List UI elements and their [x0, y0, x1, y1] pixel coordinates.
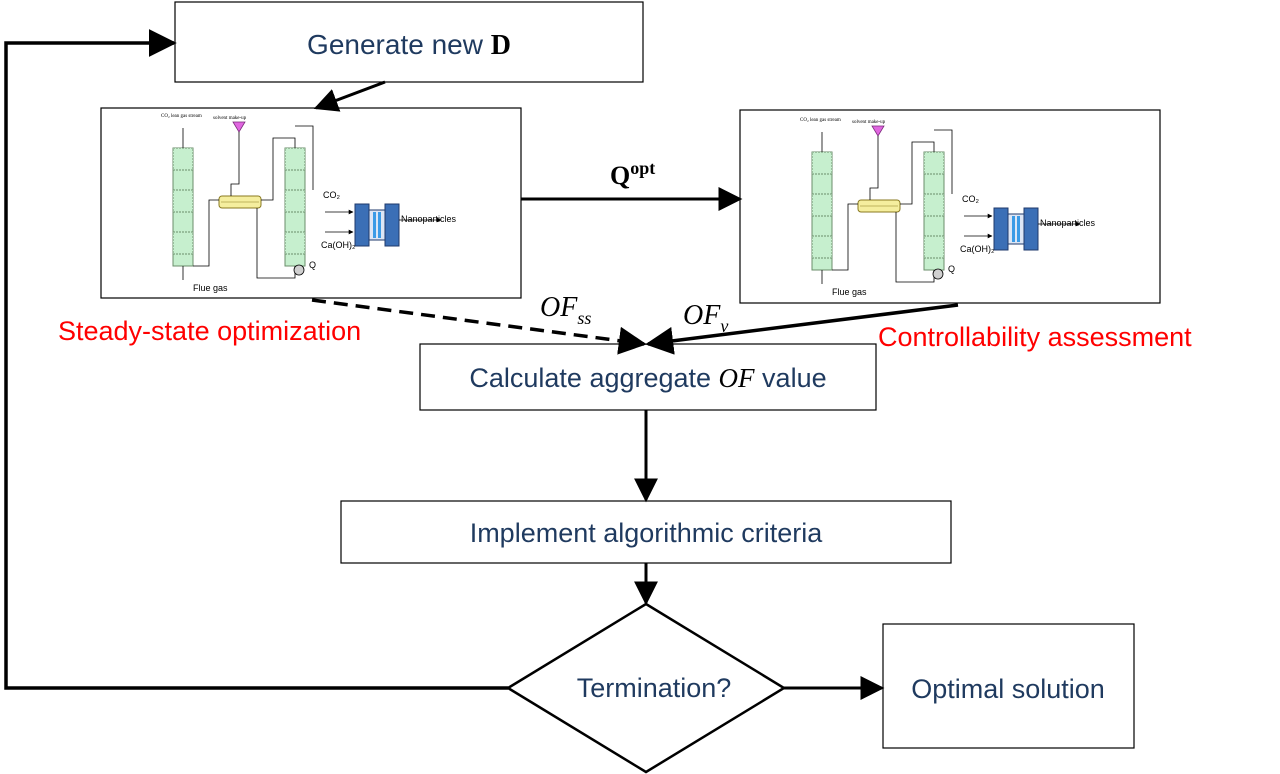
generate-label: Generate new D: [307, 29, 511, 61]
svg-text:CO₂ lean gas stream: CO₂ lean gas stream: [800, 118, 841, 123]
svg-text:Nanoparticles: Nanoparticles: [1040, 218, 1096, 228]
controllability-assessment-label: Controllability assessment: [878, 322, 1192, 352]
arrow-generate-to-process: [313, 80, 386, 112]
arrow-ofv: [645, 303, 959, 355]
arrow-ofss-dashed: [311, 298, 647, 355]
arrow-loop-back: [4, 29, 508, 690]
svg-text:CO₂ lean gas stream: CO₂ lean gas stream: [161, 114, 202, 119]
controllability-flowsheet: CO₂ lean gas stream solvent make-up CO₂ …: [800, 118, 1096, 297]
of-ss-label: OFss: [540, 292, 591, 328]
optimal-box: [882, 623, 1135, 749]
svg-text:solvent make-up: solvent make-up: [852, 120, 886, 125]
termination-label: Termination?: [577, 673, 732, 703]
svg-text:Nanoparticles: Nanoparticles: [401, 214, 457, 224]
optimal-label: Optimal solution: [911, 674, 1105, 704]
svg-text:Q: Q: [309, 260, 316, 270]
generate-box: [174, 1, 644, 83]
svg-text:solvent make-up: solvent make-up: [213, 116, 247, 121]
svg-text:Flue gas: Flue gas: [832, 287, 867, 297]
of-v-label: OFv: [683, 300, 728, 336]
termination-diamond: [505, 602, 787, 774]
implement-label: Implement algorithmic criteria: [470, 518, 824, 548]
steady-state-process-box: [100, 107, 522, 299]
q-opt-label: Qopt: [610, 158, 655, 190]
svg-text:CO₂: CO₂: [962, 194, 980, 204]
svg-text:Ca(OH)₂: Ca(OH)₂: [321, 240, 356, 250]
controllability-process-box: [739, 109, 1161, 304]
svg-text:CO₂: CO₂: [323, 190, 341, 200]
svg-text:Ca(OH)₂: Ca(OH)₂: [960, 244, 995, 254]
steady-state-optimization-label: Steady-state optimization: [58, 316, 361, 346]
calculate-box: [419, 343, 877, 411]
calculate-label: Calculate aggregate OF value: [469, 363, 826, 393]
steady-state-flowsheet: CO₂ lean gas stream solvent make-up CO₂ …: [161, 114, 457, 293]
svg-text:Q: Q: [948, 264, 955, 274]
svg-text:Flue gas: Flue gas: [193, 283, 228, 293]
